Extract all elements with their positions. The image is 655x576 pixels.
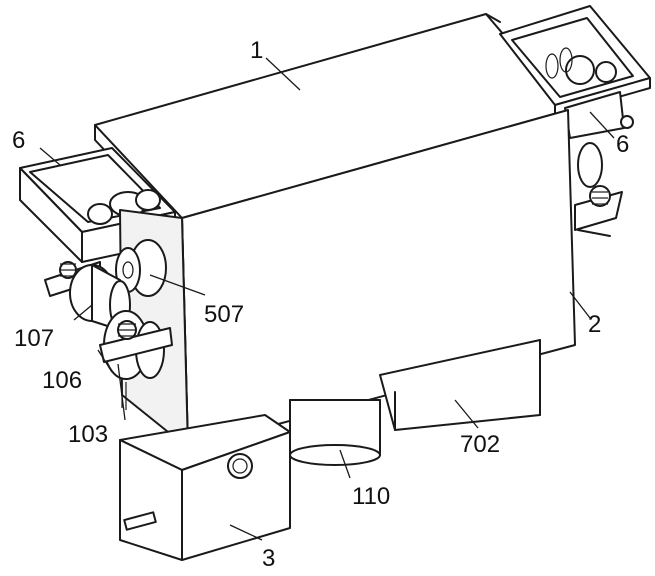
lower-motor-110 [289,399,381,466]
label-part-3: 3 [262,545,275,572]
lower-box-702 [379,339,541,431]
label-part-103: 103 [68,421,108,448]
label-part-507: 507 [204,301,244,328]
label-part-702: 702 [460,431,500,458]
bottom-tank [119,414,291,561]
left-roller-group [44,239,173,410]
label-part-110: 110 [352,483,390,510]
label-part-107: 107 [14,325,54,352]
label-part-6-right: 6 [616,131,629,158]
left-bracket-assembly [19,147,176,263]
label-part-106: 106 [42,367,82,394]
label-part-2: 2 [588,311,601,338]
right-bracket-assembly [499,5,651,139]
right-roller-group [574,142,623,237]
label-part-6-left: 6 [12,127,25,154]
label-part-1: 1 [250,37,263,64]
leader-lines [39,57,615,541]
